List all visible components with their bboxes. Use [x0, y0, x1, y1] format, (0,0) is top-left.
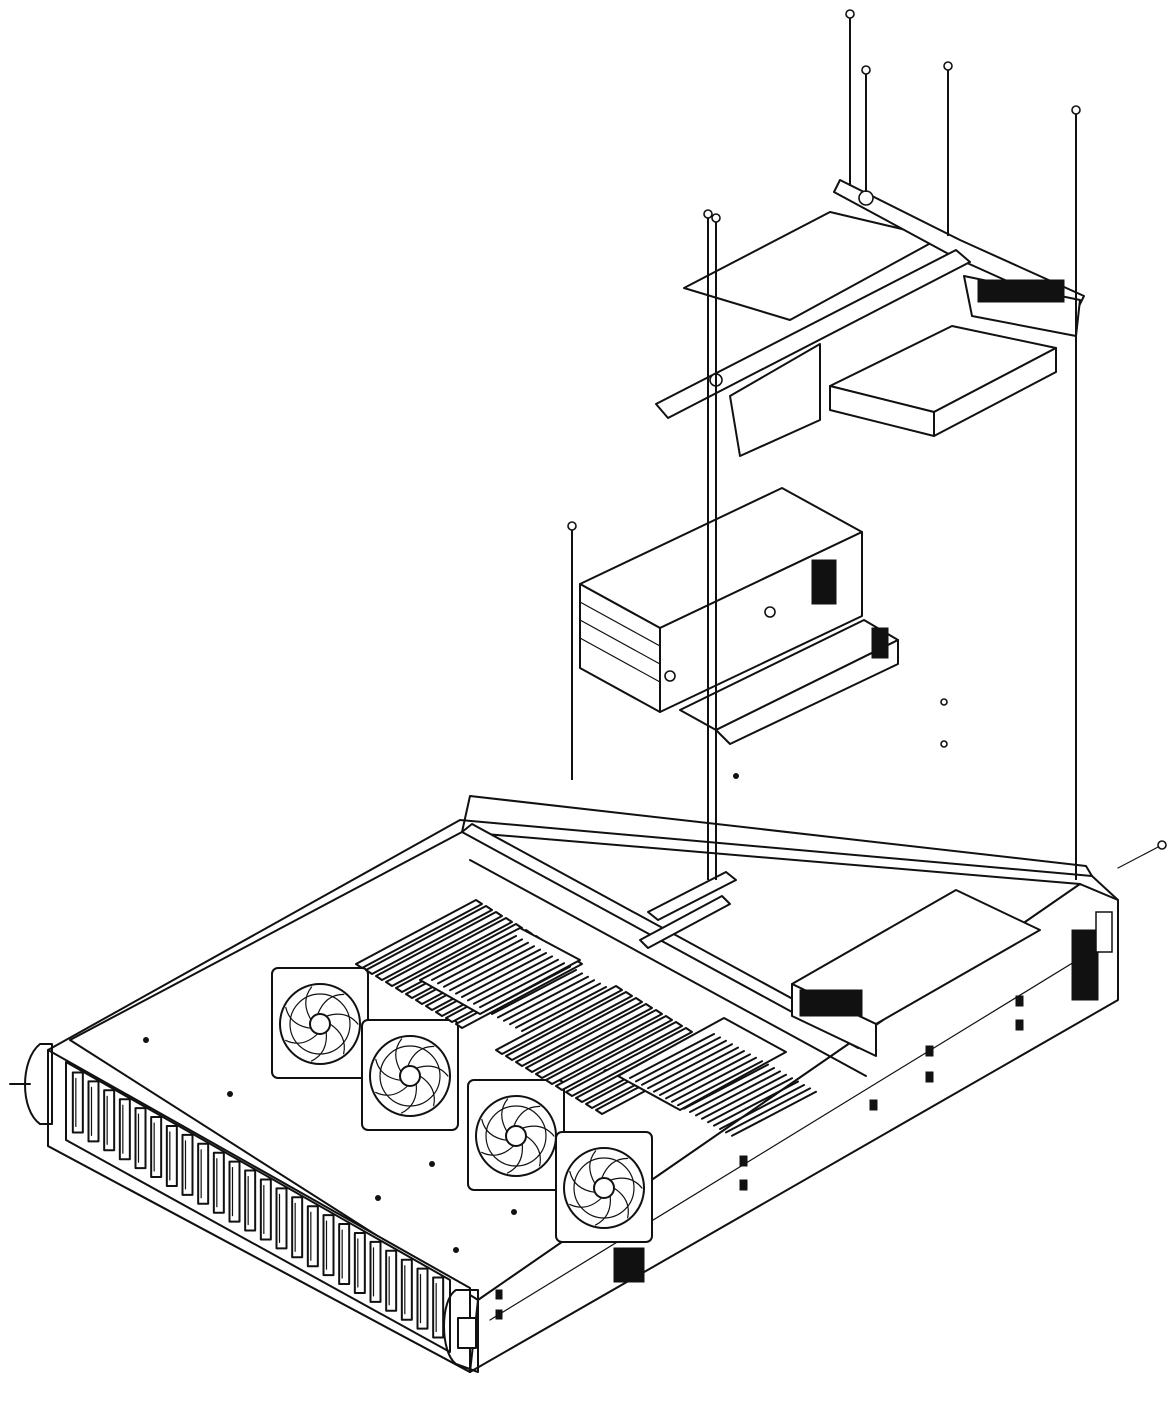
- heatsink-fin: [719, 1084, 805, 1130]
- side-vents: [613, 911, 1113, 1283]
- heatsink-fin: [431, 935, 517, 981]
- drive-slot: [103, 1089, 116, 1152]
- screw: [703, 209, 713, 219]
- drive-slot: [275, 1187, 288, 1250]
- drive-slot: [259, 1178, 272, 1241]
- screw-guide-line: [1117, 845, 1161, 869]
- cooling-fans: [271, 967, 653, 1243]
- drive-slot: [165, 1124, 178, 1187]
- heatsink-fin: [641, 1039, 727, 1086]
- heatsink-fin: [473, 958, 559, 1005]
- drive-slot: [369, 1240, 382, 1303]
- rack-handle-left: [9, 1043, 53, 1125]
- dimm: [545, 1015, 673, 1085]
- drive-slot: [87, 1080, 100, 1143]
- dimm: [375, 911, 503, 981]
- heatsink-fin: [629, 1033, 715, 1079]
- dimm: [565, 1027, 693, 1097]
- screw: [940, 740, 948, 748]
- heatsink-fin: [515, 982, 601, 1029]
- drive-slot: [181, 1133, 194, 1196]
- heatsink-fin: [503, 975, 589, 1022]
- screw: [1157, 840, 1167, 850]
- dimm: [385, 917, 513, 987]
- drive-slot: [322, 1214, 335, 1277]
- heatsink-fin: [467, 955, 553, 1002]
- heatsink-fin: [491, 969, 577, 1015]
- heatsink-fin: [443, 941, 529, 988]
- dimm: [535, 1009, 663, 1079]
- heatsink-fin: [725, 1087, 811, 1134]
- heatsink-fin: [449, 945, 535, 992]
- heatsink-fin: [683, 1063, 769, 1110]
- heatsink-fin: [671, 1056, 757, 1103]
- lower-riser-cage: [579, 487, 899, 745]
- fan: [467, 1079, 565, 1191]
- drive-slot: [338, 1223, 351, 1286]
- screw: [1071, 105, 1081, 115]
- heatsink-fin: [701, 1073, 787, 1120]
- heatsink-fin: [497, 972, 583, 1019]
- drive-slot: [416, 1267, 429, 1330]
- heatsink-fin: [689, 1067, 775, 1113]
- drive-slot: [291, 1196, 304, 1259]
- screw: [711, 213, 721, 223]
- dimm: [555, 1021, 683, 1091]
- dimm: [495, 985, 623, 1055]
- dimm: [515, 997, 643, 1067]
- drive-slot: [150, 1116, 163, 1179]
- heatsink-fin: [485, 965, 571, 1012]
- drive-slot: [306, 1205, 319, 1268]
- drive-slot: [212, 1151, 225, 1214]
- heatsink-fin: [509, 979, 595, 1026]
- screw: [567, 521, 577, 531]
- heatsink-fin: [707, 1077, 793, 1124]
- drive-slot: [71, 1071, 84, 1134]
- internal-bracket: [461, 823, 869, 1077]
- power-supply-area: [791, 889, 1041, 1057]
- heatsink-fin: [647, 1043, 733, 1090]
- screw: [861, 65, 871, 75]
- heatsink-fin: [653, 1046, 739, 1093]
- heatsink-fin: [713, 1080, 799, 1127]
- heatsink-fin: [659, 1050, 745, 1096]
- heatsink-fin: [461, 952, 547, 998]
- drive-slot: [228, 1160, 241, 1223]
- drive-slot: [244, 1169, 257, 1232]
- drive-slot-group: [71, 1071, 445, 1339]
- heatsink-fin: [521, 986, 607, 1032]
- drive-slot: [197, 1142, 210, 1205]
- drive-slot: [134, 1107, 147, 1170]
- fan: [361, 1019, 459, 1131]
- rack-handle-right: [443, 1289, 479, 1373]
- fan: [271, 967, 369, 1079]
- dimm: [505, 991, 633, 1061]
- heatsink-fin: [479, 962, 565, 1009]
- drive-slot: [353, 1231, 366, 1294]
- fan: [555, 1131, 653, 1243]
- screws: [567, 9, 1167, 880]
- upper-riser-cage: [655, 179, 1085, 457]
- heatsink-fin: [665, 1053, 751, 1100]
- dimm: [525, 1003, 653, 1073]
- screw: [943, 61, 953, 71]
- heatsink-fin: [695, 1070, 781, 1117]
- heatsink-fin: [731, 1090, 817, 1137]
- drive-slot: [385, 1249, 398, 1312]
- dimm: [355, 899, 483, 969]
- drive-slot: [118, 1098, 131, 1161]
- heatsink-fin: [437, 938, 523, 985]
- cpu-heatsinks: [419, 927, 817, 1137]
- front-drive-bays: [9, 1043, 479, 1373]
- heatsink-fin: [677, 1060, 763, 1107]
- heatsink-fin: [455, 948, 541, 995]
- drive-slot: [432, 1276, 445, 1339]
- heatsink-fin: [635, 1036, 721, 1083]
- screw: [845, 9, 855, 19]
- dimm: [365, 905, 493, 975]
- screw: [940, 698, 948, 706]
- drive-slot: [400, 1258, 413, 1321]
